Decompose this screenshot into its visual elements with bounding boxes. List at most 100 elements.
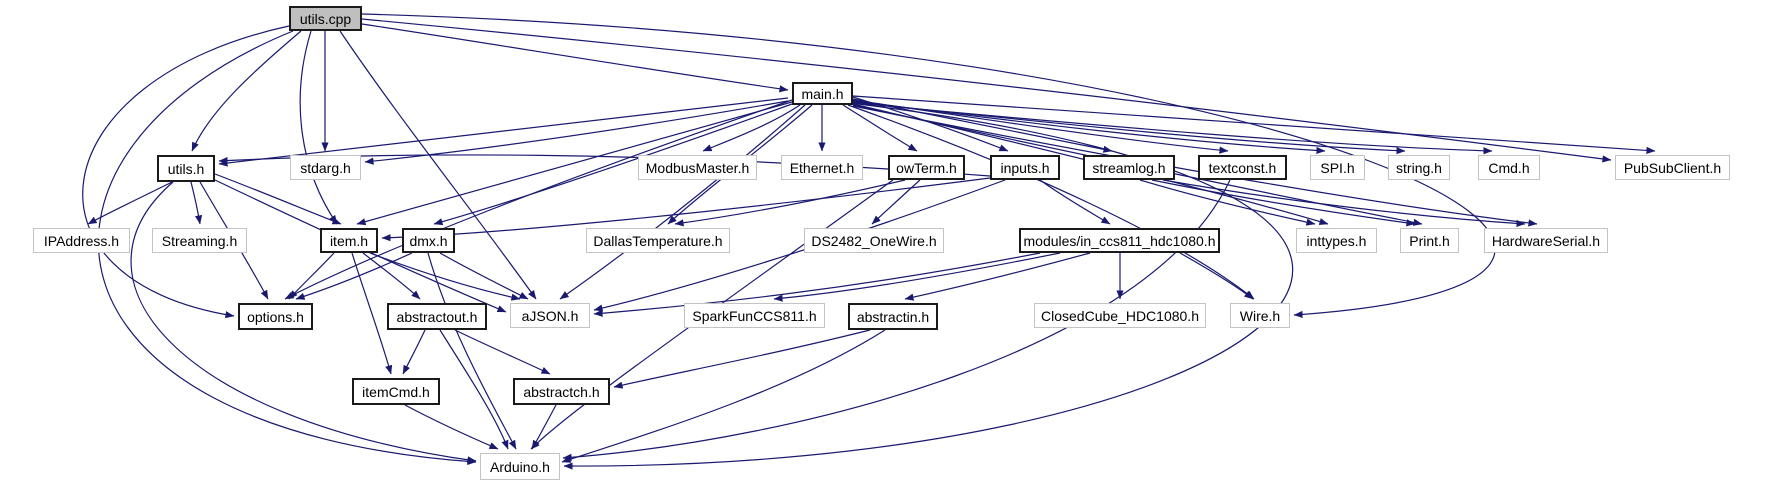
edge-dmx-h-to-options-h bbox=[295, 252, 413, 300]
node-label: PubSubClient.h bbox=[1623, 159, 1722, 176]
edge-abstractout-h-to-itemcmd-h bbox=[402, 329, 426, 375]
node-inputs-h[interactable]: inputs.h bbox=[990, 155, 1060, 180]
node-wire-h: Wire.h bbox=[1230, 303, 1290, 328]
node-dallastemperature-h: DallasTemperature.h bbox=[586, 228, 730, 253]
node-label: DallasTemperature.h bbox=[593, 232, 723, 249]
node-closedcube-hdc1080-h: ClosedCube_HDC1080.h bbox=[1034, 303, 1206, 328]
edge-streamlog-h-to-inttypes-h bbox=[1139, 179, 1316, 226]
node-modules-in-ccs811-hdc1080-h[interactable]: modules/in_ccs811_hdc1080.h bbox=[1019, 228, 1220, 253]
node-abstractin-h[interactable]: abstractin.h bbox=[848, 303, 938, 330]
node-options-h[interactable]: options.h bbox=[238, 303, 313, 330]
node-string-h: string.h bbox=[1388, 155, 1450, 180]
node-label: Wire.h bbox=[1239, 307, 1281, 324]
edge-abstractout-h-to-arduino-h bbox=[439, 329, 509, 450]
node-label: string.h bbox=[1396, 159, 1442, 176]
node-owterm-h[interactable]: owTerm.h bbox=[888, 155, 965, 180]
node-streaming-h: Streaming.h bbox=[152, 228, 247, 253]
node-ethernet-h: Ethernet.h bbox=[781, 155, 863, 180]
node-modbusmaster-h: ModbusMaster.h bbox=[638, 155, 757, 180]
edge-modules-in-ccs811-hdc1080-h-to-sparkfunccs811-h bbox=[773, 252, 1061, 302]
edge-main-h-to-stdarg-h bbox=[364, 100, 789, 165]
edge-owterm-h-to-ds2482-onewire-h bbox=[871, 179, 921, 225]
node-label: textconst.h bbox=[1208, 159, 1277, 176]
node-label: ModbusMaster.h bbox=[645, 159, 750, 176]
edge-dmx-h-to-ajson-h bbox=[439, 252, 529, 300]
node-print-h: Print.h bbox=[1400, 228, 1459, 253]
node-label: main.h bbox=[801, 85, 844, 102]
edge-main-h-to-print-h bbox=[852, 104, 1423, 226]
node-label: Arduino.h bbox=[490, 458, 550, 475]
node-label: Streaming.h bbox=[161, 232, 238, 249]
node-label: modules/in_ccs811_hdc1080.h bbox=[1023, 232, 1216, 249]
edge-utils-cpp-to-pubsubclient-h bbox=[361, 18, 1612, 163]
node-utils-h[interactable]: utils.h bbox=[157, 155, 215, 182]
edge-dmx-h-to-arduino-h bbox=[427, 252, 517, 450]
node-label: stdarg.h bbox=[300, 159, 351, 176]
edge-utils-cpp-to-utils-h bbox=[191, 30, 302, 152]
node-utils-cpp: utils.cpp bbox=[289, 6, 362, 31]
edge-item-h-to-abstractout-h bbox=[362, 252, 421, 300]
edge-abstractch-h-to-arduino-h bbox=[531, 404, 557, 450]
edge-main-h-to-modbusmaster-h bbox=[702, 104, 801, 152]
node-inttypes-h: inttypes.h bbox=[1296, 228, 1377, 253]
node-item-h[interactable]: item.h bbox=[320, 228, 378, 253]
node-label: streamlog.h bbox=[1092, 159, 1166, 176]
edge-utils-h-to-arduino-h bbox=[130, 181, 477, 464]
edge-utils-h-to-item-h bbox=[214, 173, 342, 225]
node-label: abstractch.h bbox=[523, 383, 600, 400]
edge-item-h-to-options-h bbox=[288, 252, 335, 300]
node-pubsubclient-h: PubSubClient.h bbox=[1615, 155, 1730, 180]
edge-abstractin-h-to-abstractch-h bbox=[613, 329, 871, 389]
node-streamlog-h[interactable]: streamlog.h bbox=[1083, 155, 1175, 180]
edge-main-h-to-owterm-h bbox=[842, 104, 918, 152]
node-label: Print.h bbox=[1409, 232, 1450, 249]
edge-modules-in-ccs811-hdc1080-h-to-abstractin-h bbox=[904, 252, 1091, 301]
edge-main-h-to-string-h bbox=[852, 101, 1406, 155]
edge-inputs-h-to-modules-in-ccs811-hdc1080-h bbox=[1039, 179, 1111, 225]
edge-main-h-to-cmd-h bbox=[852, 102, 1493, 155]
edge-main-h-to-options-h bbox=[284, 99, 793, 300]
node-label: DS2482_OneWire.h bbox=[811, 232, 937, 249]
node-label: Cmd.h bbox=[1488, 159, 1530, 176]
node-cmd-h: Cmd.h bbox=[1478, 155, 1540, 180]
edge-modules-in-ccs811-hdc1080-h-to-ajson-h bbox=[593, 252, 1041, 317]
node-ds2482-onewire-h: DS2482_OneWire.h bbox=[804, 228, 944, 253]
node-label: IPAddress.h bbox=[43, 232, 120, 249]
node-main-h[interactable]: main.h bbox=[792, 82, 853, 105]
edge-utils-h-to-streaming-h bbox=[190, 181, 203, 225]
node-itemcmd-h[interactable]: itemCmd.h bbox=[352, 378, 440, 405]
edge-itemcmd-h-to-arduino-h bbox=[404, 404, 499, 450]
node-label: owTerm.h bbox=[896, 159, 957, 176]
node-label: inttypes.h bbox=[1306, 232, 1367, 249]
edge-abstractout-h-to-abstractch-h bbox=[454, 329, 551, 375]
edge-utils-cpp-to-options-h bbox=[82, 25, 290, 319]
node-ipaddress-h: IPAddress.h bbox=[33, 228, 130, 253]
node-label: dmx.h bbox=[409, 232, 448, 249]
edge-utils-cpp-to-main-h bbox=[361, 23, 789, 93]
edge-main-h-to-ajson-h bbox=[559, 104, 806, 300]
edge-utils-cpp-to-item-h bbox=[299, 30, 338, 225]
node-abstractout-h[interactable]: abstractout.h bbox=[387, 303, 487, 330]
edge-item-h-to-itemcmd-h bbox=[351, 252, 393, 375]
node-label: HardwareSerial.h bbox=[1491, 232, 1601, 249]
edge-owterm-h-to-dallastemperature-h bbox=[674, 179, 906, 227]
node-label: ClosedCube_HDC1080.h bbox=[1041, 307, 1199, 324]
edge-utils-h-to-ipaddress-h bbox=[87, 181, 173, 225]
node-label: abstractout.h bbox=[396, 308, 478, 325]
node-dmx-h[interactable]: dmx.h bbox=[402, 228, 455, 253]
node-label: aJSON.h bbox=[521, 307, 579, 324]
edge-abstractin-h-to-arduino-h bbox=[561, 329, 886, 463]
node-hardwareserial-h: HardwareSerial.h bbox=[1484, 228, 1608, 253]
node-spi-h: SPI.h bbox=[1310, 155, 1365, 180]
node-label: abstractin.h bbox=[856, 308, 930, 325]
node-label: utils.cpp bbox=[299, 10, 352, 27]
node-label: item.h bbox=[329, 232, 369, 249]
node-sparkfunccs811-h: SparkFunCCS811.h bbox=[684, 303, 825, 328]
node-label: utils.h bbox=[167, 160, 205, 177]
edge-utils-cpp-to-wire-h bbox=[361, 13, 1496, 318]
node-abstractch-h[interactable]: abstractch.h bbox=[513, 378, 610, 405]
node-label: itemCmd.h bbox=[362, 383, 430, 400]
edge-streamlog-h-to-hardwareserial-h bbox=[1162, 179, 1526, 228]
node-textconst-h[interactable]: textconst.h bbox=[1198, 155, 1287, 180]
